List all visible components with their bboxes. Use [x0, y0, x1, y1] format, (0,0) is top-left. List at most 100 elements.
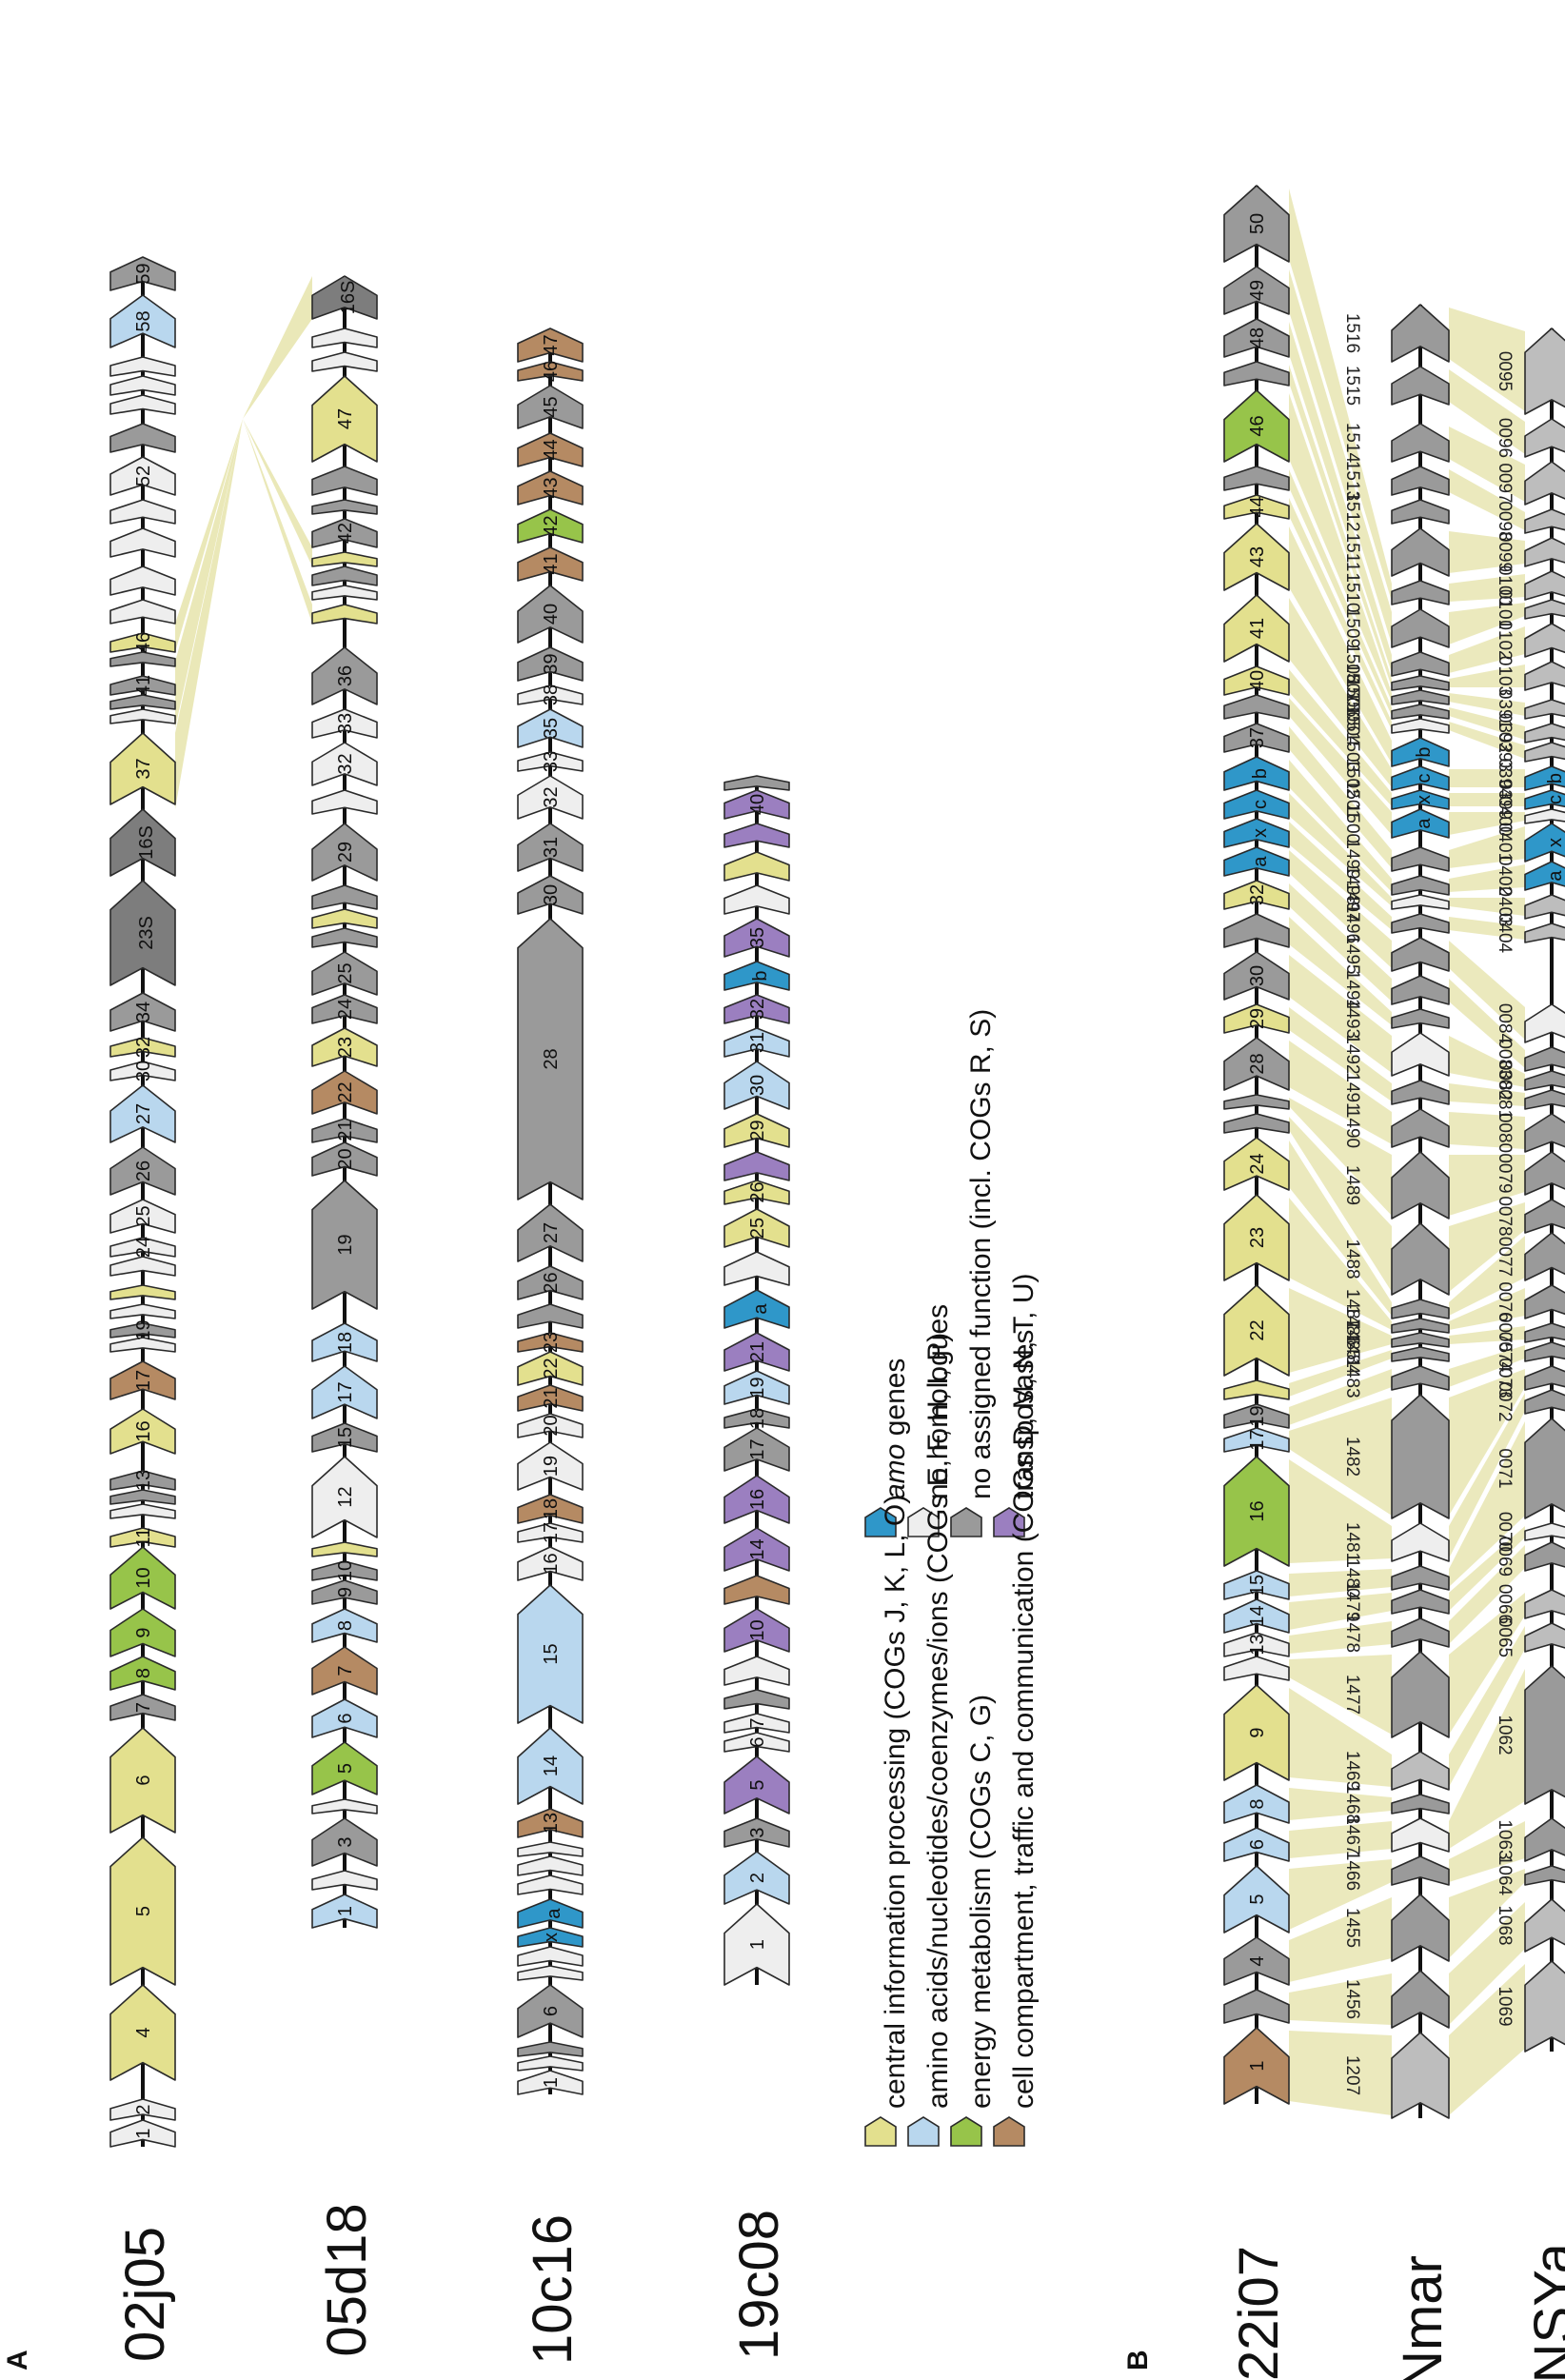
- locus-tag: 0100: [1495, 565, 1515, 605]
- gene-arrow: [109, 1337, 176, 1353]
- gene-arrow: [517, 823, 584, 872]
- gene-arrow: [1524, 1960, 1565, 2053]
- gene-label: 22: [541, 1358, 562, 1378]
- gene-arrow: [109, 375, 176, 396]
- gene-arrow: [517, 646, 584, 682]
- gene-arrow: [1524, 1046, 1565, 1072]
- gene-label: 13: [541, 1813, 562, 1834]
- synteny-band: [1449, 898, 1525, 916]
- gene-arrow: [723, 851, 790, 882]
- panel-label-b: B: [1122, 2350, 1154, 2370]
- locus-tag: 0083: [1495, 1039, 1515, 1079]
- gene-arrow: [1223, 318, 1290, 358]
- locus-tag: 1455: [1342, 1908, 1362, 1948]
- gene-arrow: [109, 1984, 176, 2081]
- gene-label: 32: [335, 753, 356, 774]
- gene-arrow: [517, 1841, 584, 1857]
- legend-swatch-cell: [993, 2116, 1025, 2147]
- gene-arrow: [517, 1584, 584, 1724]
- gene-arrow: [109, 808, 176, 877]
- gene-label: c: [1414, 774, 1435, 783]
- synteny-band: [1449, 1369, 1525, 1516]
- gene-arrow: [723, 1713, 790, 1734]
- gene-label: 18: [747, 1408, 768, 1429]
- legend-label-transposase: transposases: [1008, 1330, 1040, 1499]
- gene-label: 3: [335, 1836, 356, 1847]
- locus-tag: 1514: [1342, 423, 1362, 464]
- locus-tag: 1515: [1342, 366, 1362, 406]
- gene-label: 35: [541, 718, 562, 739]
- gene-arrow: [109, 394, 176, 415]
- gene-arrow: [1524, 1522, 1565, 1541]
- legend-label-amo: amo genes: [880, 1359, 911, 1499]
- synteny-band: [1449, 664, 1525, 687]
- gene-arrow: [723, 1027, 790, 1058]
- gene-arrow: [1223, 494, 1290, 520]
- gene-arrow: [517, 385, 584, 429]
- gene-arrow: [1223, 1936, 1290, 1986]
- gene-label: 15: [1247, 1575, 1268, 1596]
- locus-tag: 1487: [1342, 1289, 1362, 1329]
- gene-label: 22: [335, 1081, 356, 1102]
- synteny-band: [1289, 469, 1392, 716]
- synteny-band: [1449, 1345, 1525, 1387]
- gene-arrow: [109, 2119, 176, 2148]
- gene-arrow: [1223, 1989, 1290, 2024]
- gene-label: 16: [1247, 1500, 1268, 1521]
- gene-arrow: [723, 775, 790, 791]
- gene-arrow: [109, 880, 176, 986]
- gene-label: 32: [1247, 884, 1268, 905]
- locus-tag: 0077: [1495, 1237, 1515, 1277]
- locus-tag: 0399: [1495, 780, 1515, 820]
- synteny-fan: [243, 276, 312, 419]
- locus-tag: 0392: [1495, 713, 1515, 753]
- synteny-fan: [175, 419, 243, 652]
- gene-arrow: [1391, 808, 1450, 839]
- gene-arrow: [1524, 537, 1565, 567]
- gene-arrow: [1223, 1827, 1290, 1862]
- gene-arrow: [1223, 361, 1290, 387]
- gene-arrow: [1524, 723, 1565, 744]
- locus-tag: 1506: [1342, 677, 1362, 717]
- gene-arrow: [1391, 1394, 1450, 1519]
- locus-tag: 1484: [1342, 1334, 1362, 1375]
- gene-arrow: [109, 1546, 176, 1610]
- gene-arrow: [517, 2041, 584, 2057]
- locus-tag: 1505: [1342, 691, 1362, 731]
- gene-label: 26: [541, 1272, 562, 1293]
- gene-label: 16S: [338, 281, 359, 315]
- gene-arrow: [1524, 823, 1565, 863]
- synteny-band: [1449, 1902, 1525, 2025]
- gene-arrow: [1223, 1684, 1290, 1781]
- gene-label: 24: [1247, 1153, 1268, 1174]
- gene-arrow: [1223, 523, 1290, 591]
- gene-arrow: [109, 1199, 176, 1234]
- gene-arrow: [1524, 1199, 1565, 1234]
- gene-arrow: [1223, 665, 1290, 696]
- synteny-band: [1289, 393, 1392, 702]
- synteny-band: [1449, 1964, 1525, 2115]
- gene-arrow: [517, 546, 584, 582]
- gene-label: 46: [133, 632, 154, 653]
- labels: 124567891011131617192425262730323423S16S…: [114, 213, 1565, 2380]
- gene-arrow: [1391, 304, 1450, 363]
- gene-arrow: [311, 1456, 378, 1538]
- gene-arrow: [1391, 1855, 1450, 1886]
- gene-arrow: [1524, 1817, 1565, 1862]
- gene-arrow: [517, 2070, 584, 2095]
- gene-arrow: [1391, 1299, 1450, 1319]
- gene-label: 32: [747, 999, 768, 1020]
- synteny-band: [1289, 760, 1392, 892]
- locus-tag: 0394: [1495, 758, 1515, 799]
- gene-arrow: [311, 1027, 378, 1067]
- gene-arrow: [517, 2055, 584, 2072]
- gene-arrow: [311, 789, 378, 815]
- gene-label: 13: [133, 1470, 154, 1491]
- gene-label: 17: [1247, 1429, 1268, 1450]
- gene-arrow: [1223, 1137, 1290, 1191]
- gene-arrow: [1391, 704, 1450, 720]
- gene-arrow: [1391, 1222, 1450, 1296]
- gene-label: b: [1545, 773, 1565, 783]
- locus-tag: 1478: [1342, 1613, 1362, 1653]
- gene-arrow: [1223, 1784, 1290, 1824]
